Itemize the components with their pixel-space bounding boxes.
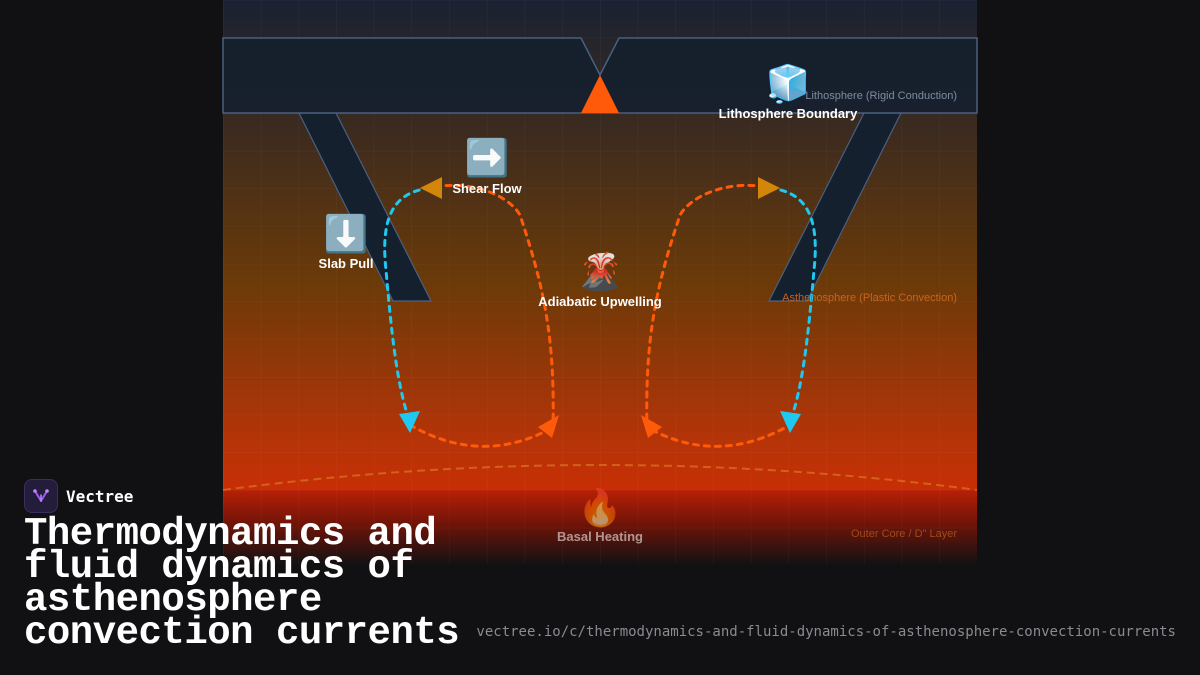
layer-label-lithosphere: Lithosphere (Rigid Conduction) bbox=[805, 90, 957, 102]
label-slab-pull: Slab Pull bbox=[319, 256, 374, 271]
basal-flow-right bbox=[650, 423, 792, 448]
hot-upwelling-flow-right bbox=[645, 183, 770, 432]
brand-name: Vectree bbox=[66, 486, 134, 506]
arrowhead-left-bottom-cold bbox=[399, 411, 420, 433]
basal-flow-left bbox=[408, 423, 550, 448]
arrowhead-center-left-hot bbox=[538, 415, 559, 438]
label-basal-heating: Basal Heating bbox=[557, 529, 643, 544]
layer-label-asthenosphere: Asthenosphere (Plastic Convection) bbox=[782, 292, 957, 304]
arrowhead-right-bottom-cold bbox=[780, 411, 801, 433]
volcano-icon: 🌋 bbox=[578, 251, 623, 293]
brand: Vectree bbox=[24, 479, 133, 513]
down-arrow-icon: ⬇️ bbox=[324, 213, 369, 255]
page-url[interactable]: vectree.io/c/thermodynamics-and-fluid-dy… bbox=[476, 624, 1176, 640]
vectree-logo-icon bbox=[24, 479, 58, 513]
ice-cube-icon: 🧊 bbox=[766, 63, 811, 105]
arrowhead-right-top bbox=[758, 177, 780, 199]
ridge-magma bbox=[581, 75, 619, 113]
label-lithosphere-boundary: Lithosphere Boundary bbox=[719, 106, 858, 121]
label-adiabatic-upwelling: Adiabatic Upwelling bbox=[538, 294, 662, 309]
layer-label-core: Outer Core / D" Layer bbox=[851, 528, 957, 540]
arrowhead-center-right-hot bbox=[641, 415, 662, 438]
label-shear-flow: Shear Flow bbox=[452, 181, 522, 196]
page-title: Thermodynamics and fluid dynamics of ast… bbox=[24, 512, 460, 655]
right-arrow-icon: ➡️ bbox=[465, 137, 510, 179]
fire-icon: 🔥 bbox=[578, 487, 623, 529]
core-mantle-boundary bbox=[222, 464, 978, 491]
arrowhead-left-top bbox=[420, 177, 442, 199]
hot-upwelling-flow-left bbox=[430, 183, 555, 432]
